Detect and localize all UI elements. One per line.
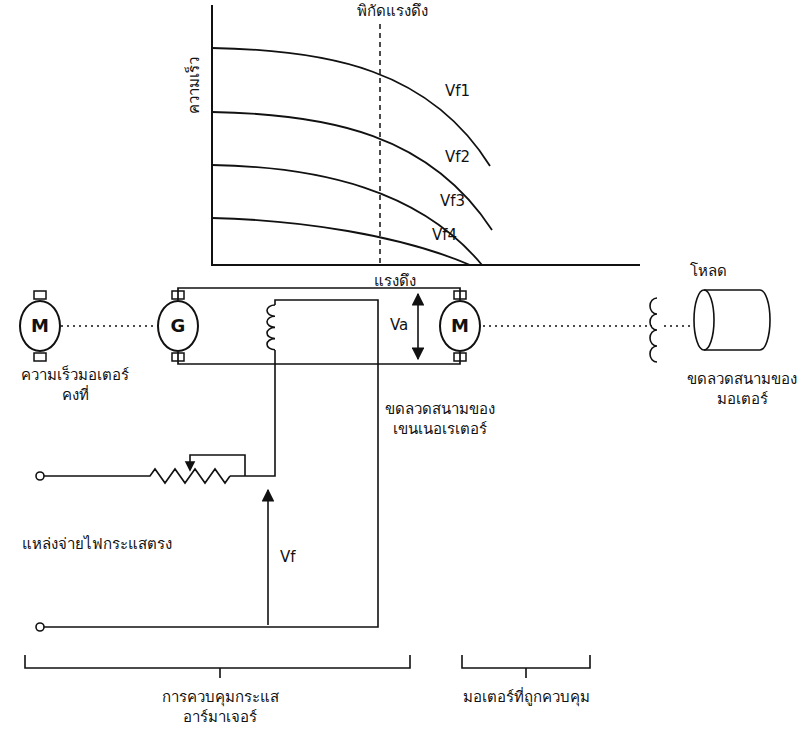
controlled-motor-circle: M [439,300,481,352]
curve-label: Vf4 [432,226,457,246]
graph-title: พิกัดแรงดึง [357,2,428,22]
axis-label: แรงดึง [374,272,416,292]
drive-motor-circle: M [19,300,61,352]
group-bracket [25,655,590,678]
brush [34,291,466,361]
curve-label: Vf1 [445,82,470,102]
speed-torque-graph [212,5,640,265]
machine-letter: M [451,316,469,336]
part-label: ขดลวดสนามของ เขนเนอเรเตอร์ [384,400,496,439]
shaft-coupling [61,325,157,327]
machine-letter: M [31,316,49,336]
armature-wire [178,352,460,364]
voltage-label: Va [390,316,408,336]
armature-wire [178,288,460,300]
group-label: มอเตอร์ที่ถูกควบคุม [441,688,611,708]
axis-label: ความเร็ว [184,58,204,115]
curve-label: Vf2 [445,148,470,168]
curve-label: Vf3 [440,192,465,212]
generator-circle: G [157,300,199,352]
group-label: การควบคุมกระแส อาร์มาเจอร์ [150,688,290,727]
load-assembly [483,290,770,362]
part-label: ขดลวดสนามของ มอเตอร์ [685,370,800,409]
machine-letter: G [171,316,186,336]
load-label: โหลด [690,262,727,282]
voltage-label: Vf [280,548,296,568]
source-label: แหล่งจ่ายไฟกระแสตรง [22,535,172,555]
field-circuit [36,294,418,631]
part-label: ความเร็วมอเตอร์ คงที่ [10,366,140,405]
